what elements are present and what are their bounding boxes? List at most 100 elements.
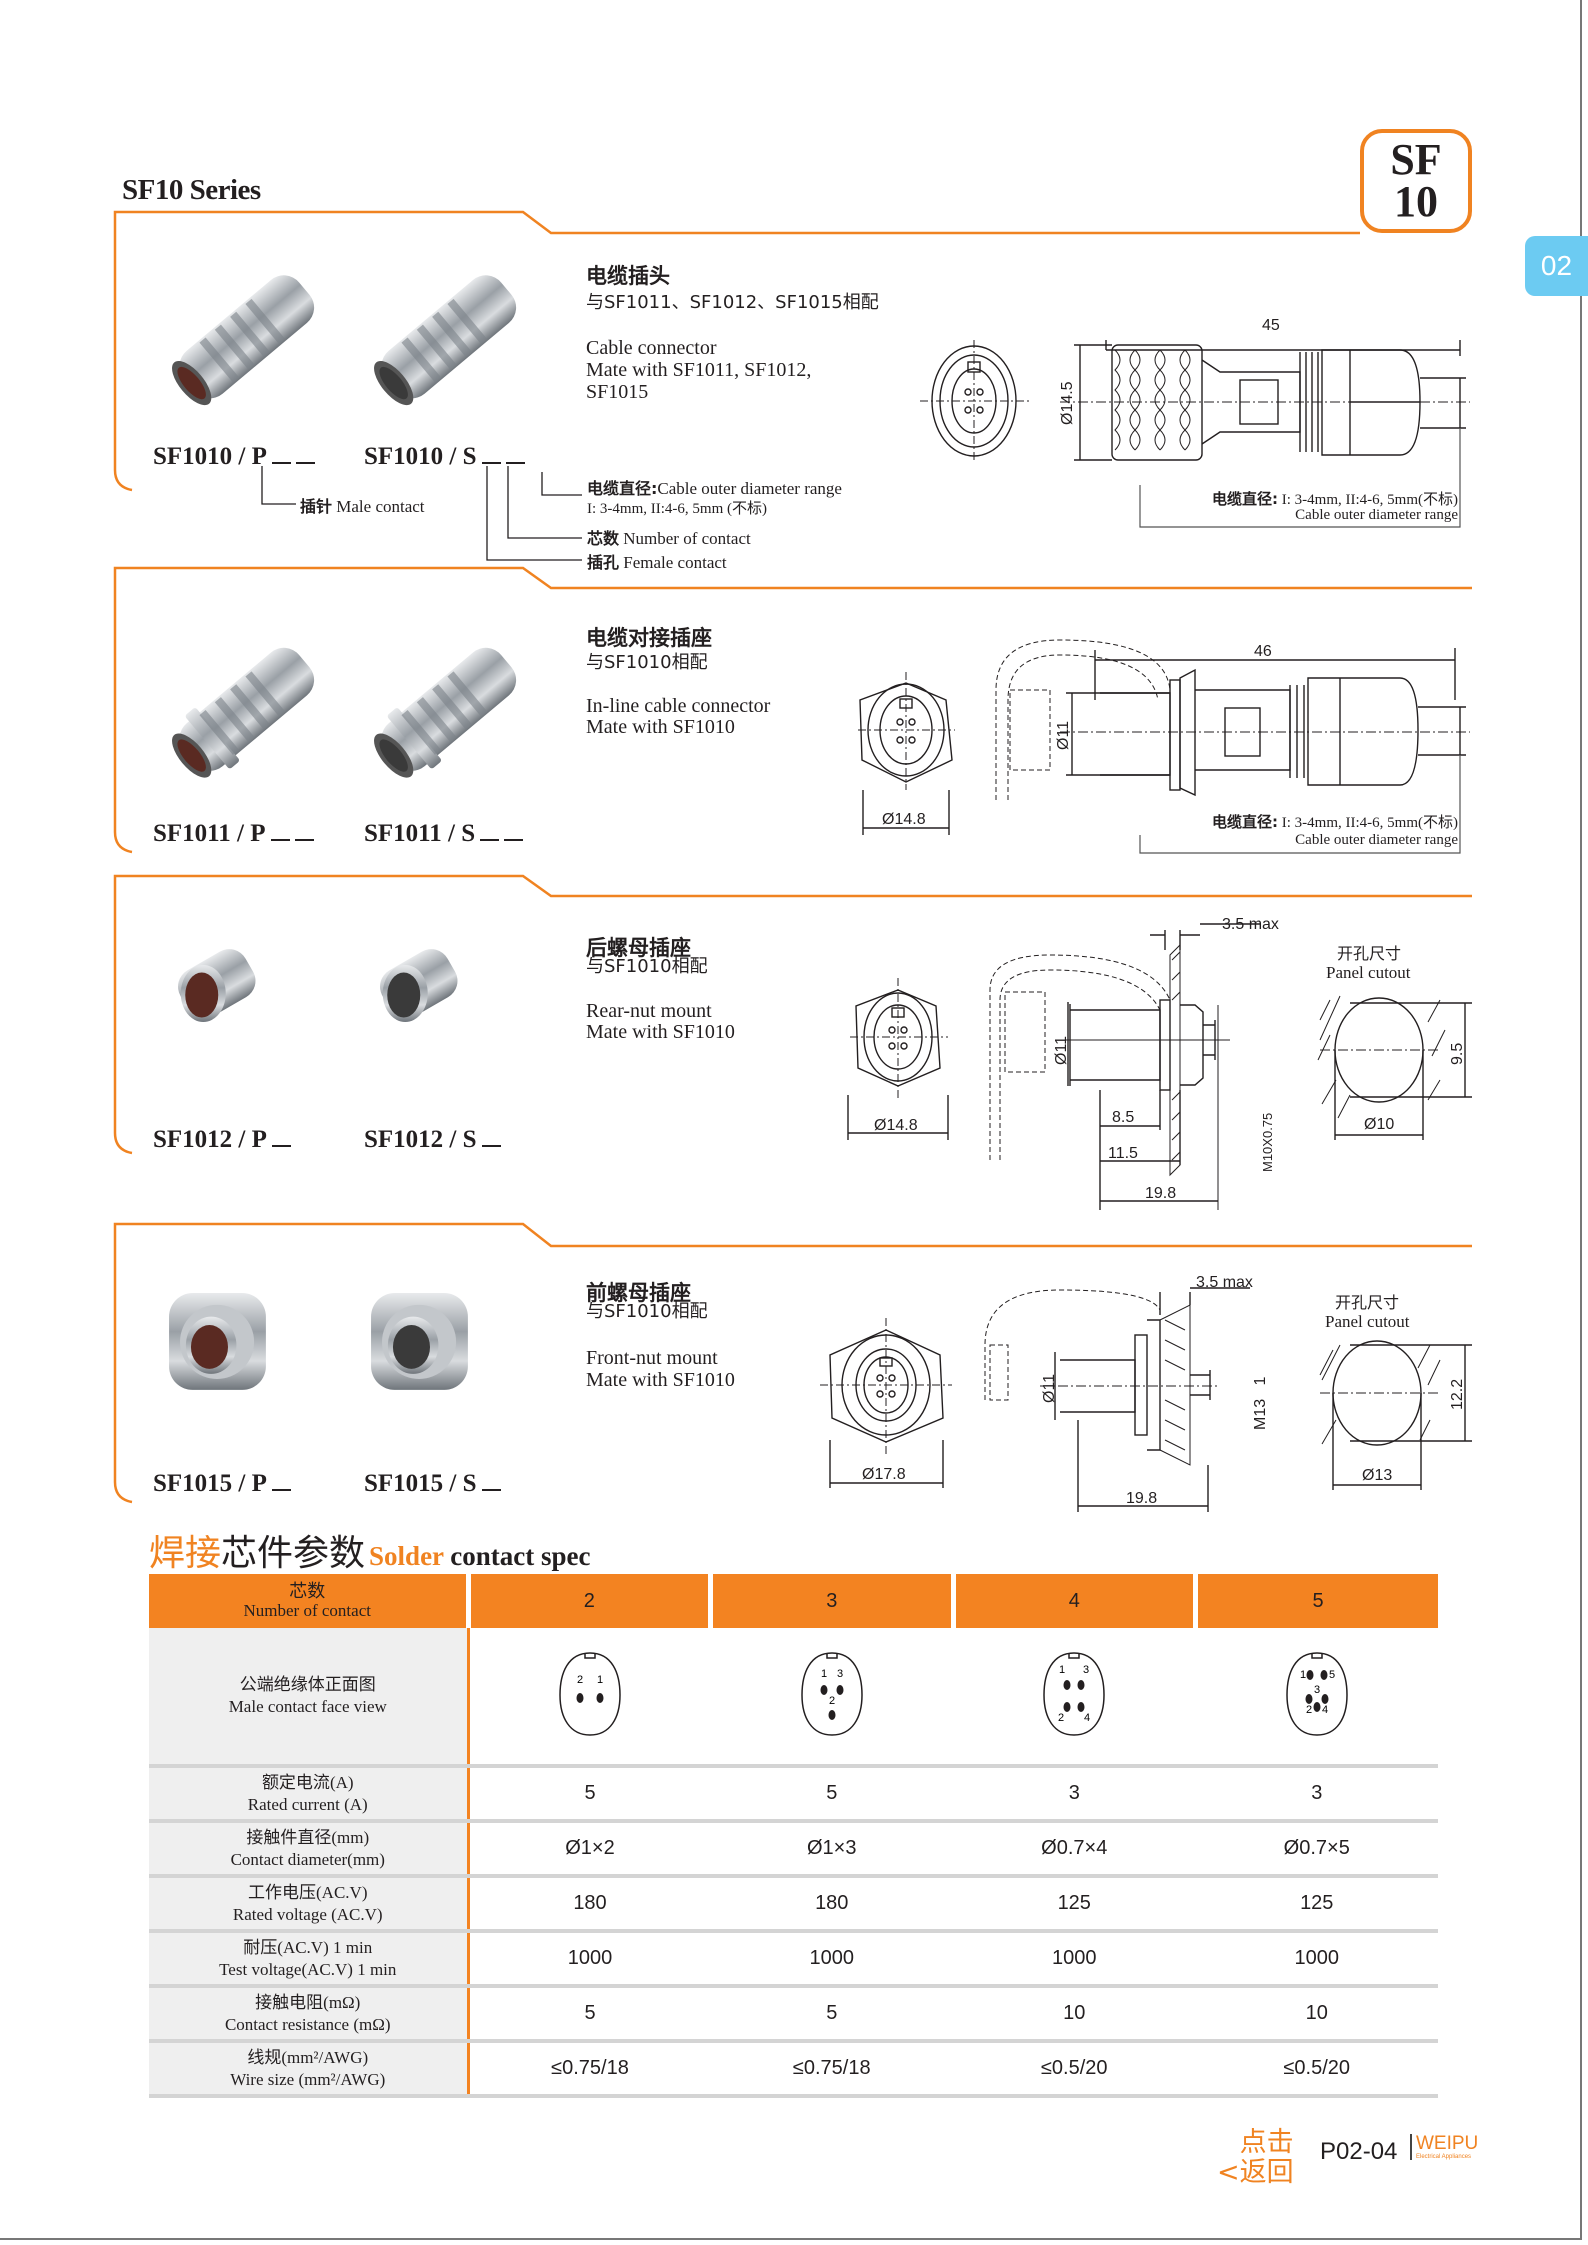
table-cell: 5 [710,1986,953,2043]
cable-range-note-en: Cable outer diameter range [1295,832,1458,848]
table-cell: 1000 [1195,1931,1438,1988]
dim-diameter: Ø11 [1041,1374,1058,1403]
connector-photo-icon [172,647,315,778]
table-cell: 10 [1195,1986,1438,2043]
series-title: SF10 Series [122,174,261,206]
mate-with-zh: 与SF1010相配 [586,956,708,977]
connector-photo-icon [374,275,517,406]
model-label-sf1012-s: SF1012 / S [364,1126,501,1154]
mate-with-zh: 与SF1010相配 [586,652,708,673]
table-cell: 125 [953,1876,1196,1933]
pin-number: 1 [597,1674,603,1686]
pin-number: 3 [1314,1684,1320,1696]
model-code: SF1010 / P [153,443,267,470]
dim-panel-thickness: 3.5 max [1222,916,1279,933]
cutout-diameter: Ø13 [1362,1467,1392,1484]
connector-photo-icon [380,949,458,1022]
connector-photo-icon [374,647,517,778]
chapter-tab[interactable]: 02 [1525,236,1588,296]
drawing-sf1010: 45 Ø14.5 [920,317,1470,528]
model-label-sf1011-p: SF1011 / P [153,820,314,848]
back-link[interactable]: 点击<返回 [1217,2127,1294,2188]
dim-8-5: 8.5 [1112,1109,1134,1126]
legend-cable-range-values: I: 3-4mm, II:4-6, 5mm (不标) [587,501,767,517]
model-label-sf1010-p: SF1010 / P [153,443,315,471]
product-photo-sf1011-s [350,620,540,805]
table-cell: 5 [710,1766,953,1823]
product-photo-sf1012-s [350,935,510,1070]
model-code: SF1015 / S [364,1470,477,1497]
table-cell: 180 [710,1876,953,1933]
table-cell: 3 [1195,1766,1438,1823]
row-label: 工作电压(AC.V)Rated voltage (AC.V) [149,1876,470,1933]
dim-front-diameter: Ø14.8 [874,1117,918,1134]
header-4-contacts: 4 [950,1574,1196,1628]
product-photo-sf1012-p [148,935,308,1070]
front-view-sf1010 [920,340,1030,462]
product-photo-sf1010-p [148,250,338,430]
connector-photo-icon [169,1293,266,1390]
cable-range-note-en: Cable outer diameter range [1295,507,1458,523]
cutout-flat: 12.2 [1449,1379,1466,1410]
product-photo-sf1010-s [350,250,540,430]
cutout-diameter: Ø10 [1364,1116,1394,1133]
frame-section-3 [113,874,1472,1155]
model-code: SF1011 / S [364,820,476,847]
frame-section-4 [113,1222,1472,1504]
pin-number: 3 [837,1668,843,1680]
connector-photo-icon [172,275,315,406]
dim-thread: M10X0.75 [1260,1113,1275,1172]
panel-cutout-title-zh: 开孔尺寸 [1335,1293,1400,1312]
product-title-en: Rear-nut mount [586,1000,712,1022]
dim-front-diameter: Ø14.8 [882,811,926,828]
dim-thread: M13 1 [1252,1377,1269,1430]
legend-male-contact: 插针 Male contact [300,497,425,516]
legend-number-of-contact: 芯数 Number of contact [587,529,751,548]
model-code: SF1012 / S [364,1126,477,1153]
pin-number: 2 [577,1674,583,1686]
row-label: 接触电阻(mΩ)Contact resistance (mΩ) [149,1986,470,2043]
connector-photo-icon [178,949,256,1022]
badge-line-2: 10 [1394,177,1438,226]
pin-number: 2 [1058,1712,1064,1724]
pin-number: 2 [1306,1704,1312,1716]
pin-number: 1 [1059,1664,1065,1676]
table-cell: 1000 [468,1931,711,1988]
row-label: 额定电流(A)Rated current (A) [149,1766,470,1823]
table-cell: Ø1×2 [468,1821,711,1878]
table-cell: 5 [468,1766,711,1823]
product-title-zh: 电缆插头 [586,264,670,288]
spec-title: 焊接芯件参数 Solder contact spec [149,1533,591,1574]
table-cell: Ø0.7×5 [1195,1821,1438,1878]
dim-diameter: Ø14.5 [1059,381,1076,425]
legend-female-contact: 插孔 Female contact [587,553,727,572]
header-5-contacts: 5 [1193,1574,1438,1628]
mate-with-en: Mate with SF1010 [586,716,735,738]
pin-number: 4 [1084,1712,1090,1724]
frame-section-1 [113,210,1360,492]
table-cell: ≤0.5/20 [953,2041,1196,2098]
mate-with-en: Mate with SF1011, SF1012, [586,359,812,381]
cable-range-note: 电缆直径: I: 3-4mm, II:4-6, 5mm(不标) [1212,490,1458,508]
product-title-zh: 后螺母插座 [586,936,691,960]
mate-with-zh: 与SF1010相配 [586,1301,708,1322]
mate-with-en: Mate with SF1010 [586,1021,735,1043]
table-cell: 180 [468,1876,711,1933]
drawing-sf1012: 3.5 max Ø11 Ø14.8 8.5 11.5 19.8 M10X0.75… [847,916,1472,1210]
side-view-sf1010 [1060,340,1470,528]
model-code: SF1010 / S [364,443,477,470]
row-label: 接触件直径(mm)Contact diameter(mm) [149,1821,470,1878]
dim-19-8: 19.8 [1145,1185,1176,1202]
header-2-contacts: 2 [465,1574,711,1628]
product-title-en: Cable connector [586,337,717,359]
